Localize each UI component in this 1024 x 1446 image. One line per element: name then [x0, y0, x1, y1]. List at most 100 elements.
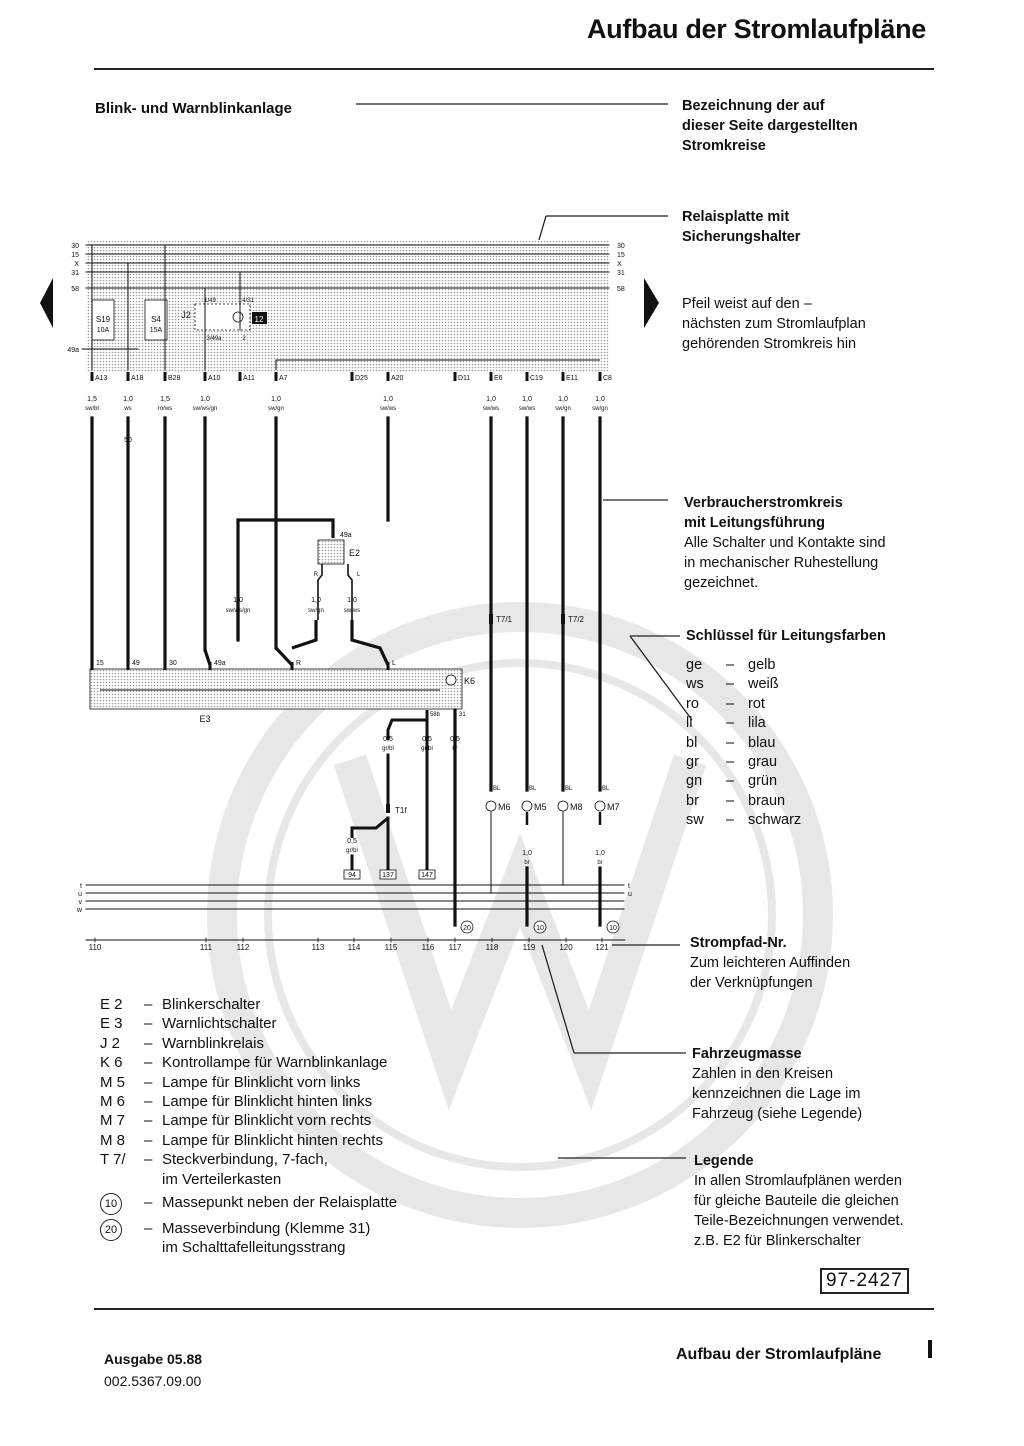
lamp-label: M7 [607, 802, 620, 812]
warning-switch-e3 [89, 668, 463, 710]
legend-code: T 7/ [100, 1151, 126, 1169]
legend-code: 20 [100, 1219, 144, 1258]
header-rule [94, 68, 934, 70]
component-label: E2 [349, 548, 360, 558]
indicator-lamp-k6-icon [445, 674, 457, 686]
annotation-line: in mechanischer Ruhestellung [684, 555, 879, 571]
legend-code: 10 [100, 1193, 144, 1216]
annotation-line: der Verknüpfungen [690, 975, 813, 991]
terminal-pin [126, 662, 130, 670]
color-key-item: ws–weiß [686, 675, 886, 694]
color-code: sw [686, 812, 704, 829]
color-key-item: bl–blau [686, 734, 886, 753]
wire-size: 1,5 [87, 396, 97, 403]
path-number: 120 [559, 943, 573, 952]
color-name: schwarz [748, 812, 802, 829]
dash: – [726, 715, 735, 732]
wire [275, 359, 600, 370]
legend-description: Massepunkt neben der Relaisplatte [162, 1194, 398, 1212]
ground-point-symbol: 20 [100, 1219, 122, 1242]
wire-size: 1,0 [522, 396, 532, 403]
connector-label: C8 [603, 375, 612, 382]
wire [350, 816, 389, 838]
wire [350, 620, 390, 666]
ground-point-icon [533, 920, 547, 934]
wire-color: gr/bl [382, 746, 394, 752]
component-label: K6 [464, 676, 475, 686]
legend-item: E 3–Warnlichtschalter [100, 1014, 397, 1033]
color-code: bl [686, 734, 698, 751]
connector-label: C19 [530, 375, 543, 382]
wire-size: 1,0 [558, 396, 568, 403]
color-name: grün [748, 773, 778, 790]
wire-size: 1,0 [233, 597, 243, 604]
wire-size: 1,0 [486, 396, 496, 403]
terminal-label: L [392, 660, 396, 667]
wire-id: 50 [124, 437, 132, 444]
annotation-legend: Legende In allen Stromlaufplänen werden … [694, 1151, 904, 1251]
wire-size: 0,5 [383, 736, 393, 743]
wire-size: 1,0 [311, 597, 321, 604]
rail-label: 58 [71, 286, 79, 293]
wire [347, 564, 353, 620]
annotation-line: Fahrzeugmasse [692, 1046, 802, 1062]
connector-label: E11 [566, 375, 578, 382]
legend-item: M 6–Lampe für Blinklicht hinten links [100, 1092, 397, 1111]
color-name: gelb [748, 657, 776, 673]
footer-title: Aufbau der Stromlaufpläne [676, 1346, 882, 1363]
wire-color: br [524, 860, 529, 866]
wire-color: sw/gn [592, 406, 608, 412]
lamp-icon [557, 800, 569, 812]
dash: – [726, 812, 735, 829]
page-title: Aufbau der Stromlaufpläne [586, 14, 926, 44]
path-number: 112 [237, 943, 250, 952]
color-name: lila [748, 715, 766, 732]
dash: – [144, 1034, 153, 1052]
path-number: 111 [200, 943, 213, 952]
terminal-label: 15 [96, 660, 104, 667]
color-name: rot [748, 695, 765, 712]
terminal-pin [208, 662, 212, 670]
legend-item: M 5–Lampe für Blinklicht vorn links [100, 1073, 397, 1092]
wire-size: 1,0 [200, 396, 210, 403]
color-code: ws [686, 676, 704, 693]
color-code: li [686, 715, 693, 732]
wire-size: 1,0 [271, 396, 281, 403]
terminal-label: 49a [214, 660, 226, 667]
terminal-label: 30 [169, 660, 177, 667]
ground-point-label: 10 [536, 925, 544, 932]
color-code: gr [686, 753, 699, 770]
relay-pin-label: 4/31 [242, 298, 254, 304]
path-number: 113 [312, 943, 325, 952]
reference-label: 94 [348, 872, 356, 879]
annotation-consumer-circuit: Verbraucherstromkreis mit Leitungsführun… [684, 493, 886, 593]
dash: – [726, 734, 735, 751]
dash: – [726, 753, 735, 770]
annotation-line: nächsten zum Stromlaufplan [682, 316, 866, 332]
legend-description: Blinkerschalter [162, 996, 261, 1013]
reference-label: 137 [382, 872, 394, 879]
rail-label: 30 [71, 243, 79, 250]
lamp-terminal-label: BL [565, 786, 573, 792]
relay-plate [86, 240, 609, 372]
connector-label: A20 [391, 375, 404, 382]
annotation-line: Teile-Bezeichnungen verwendet. [694, 1213, 904, 1229]
legend-description: Lampe für Blinklicht vorn links [162, 1073, 361, 1091]
legend-description: Lampe für Blinklicht hinten links [162, 1093, 373, 1111]
legend-code: M 8 [100, 1131, 126, 1149]
wire-color: br [597, 860, 602, 866]
legend-item: 10–Massepunkt neben der Relaisplatte [100, 1193, 398, 1216]
reference-box [379, 869, 397, 880]
wire-color: ro/ws [158, 406, 172, 412]
legend-item: 20–Masseverbindung (Klemme 31) im Schalt… [100, 1219, 397, 1258]
wire [204, 639, 239, 651]
ground-point-label: 10 [609, 925, 617, 932]
color-key-item: br–braun [686, 792, 886, 811]
dash: – [726, 676, 735, 693]
color-key-item: ge–gelb [686, 656, 886, 675]
lamp-icon [485, 800, 497, 812]
dash: – [144, 996, 153, 1013]
relay-label: J2 [181, 310, 191, 320]
